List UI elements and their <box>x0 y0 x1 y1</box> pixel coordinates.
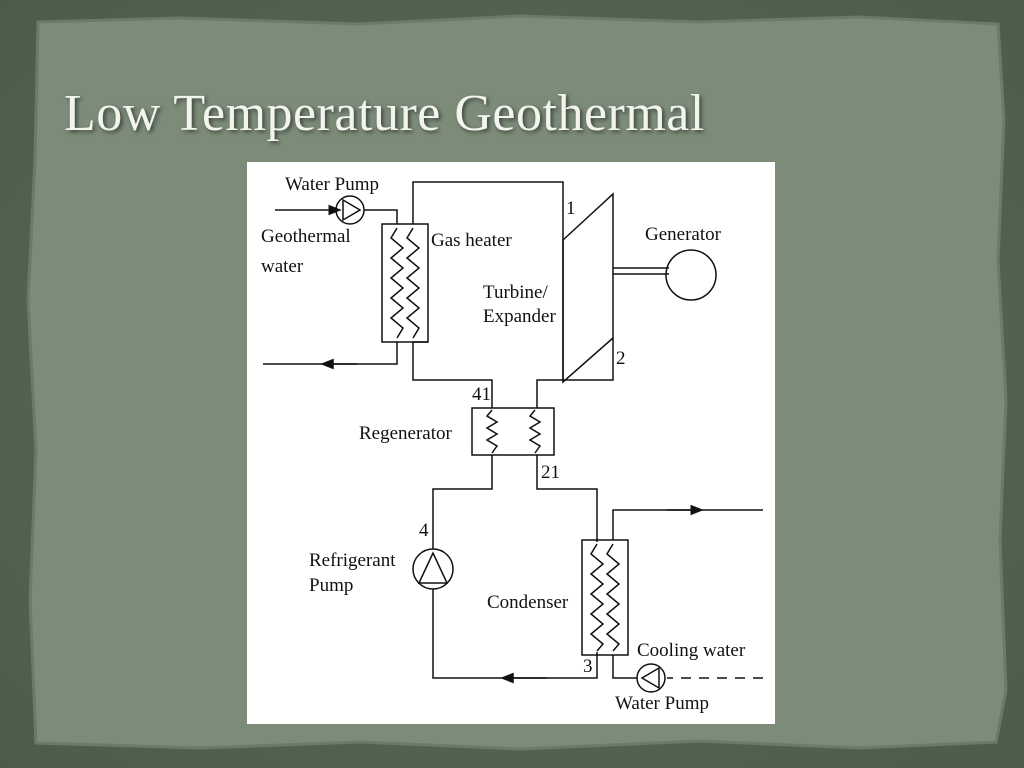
label-water: water <box>261 256 304 277</box>
label-water-pump-top: Water Pump <box>285 174 379 195</box>
generator-symbol <box>665 249 717 301</box>
condenser-coil-right <box>605 543 621 652</box>
pump-to-condenser-line <box>612 655 637 679</box>
water-pump-bottom-triangle <box>640 666 660 690</box>
condenser-coil-left <box>589 543 605 652</box>
pump-to-heater-line <box>364 209 398 224</box>
water-pump-top-triangle <box>342 198 362 222</box>
heater-to-turbine-line <box>412 181 564 240</box>
label-gas-heater: Gas heater <box>431 230 512 251</box>
label-turbine: Turbine/ <box>483 282 548 303</box>
label-pump: Pump <box>309 575 353 596</box>
gas-heater-box <box>381 223 429 343</box>
state-point-4: 4 <box>419 520 429 541</box>
regenerator-coil-left <box>485 409 499 454</box>
condenser-box <box>581 539 629 656</box>
gas-heater-coil-left <box>389 227 405 339</box>
label-regenerator: Regenerator <box>359 423 453 444</box>
regenerator-coil-right <box>528 409 542 454</box>
slide-title: Low Temperature Geothermal <box>64 85 705 142</box>
state-point-41: 41 <box>472 384 491 405</box>
label-geothermal: Geothermal <box>261 226 351 247</box>
turbine-to-regenerator-line <box>536 338 614 408</box>
gas-heater-coil-right <box>405 227 421 339</box>
state-point-2: 2 <box>616 348 626 369</box>
cooling-water-outlet-line <box>612 509 763 540</box>
turbine-expander <box>562 192 614 384</box>
state-point-21: 21 <box>541 462 560 483</box>
regenerator-to-heater-line <box>412 341 493 408</box>
label-generator: Generator <box>645 224 722 245</box>
regenerator-box <box>471 407 555 456</box>
label-expander: Expander <box>483 306 556 327</box>
state-point-1: 1 <box>566 198 576 219</box>
regenerator-to-condenser-line <box>536 455 598 542</box>
refrigerant-pump-triangle <box>417 551 449 584</box>
label-condenser: Condenser <box>487 592 569 613</box>
label-water-pump-bottom: Water Pump <box>615 693 709 714</box>
label-refrigerant: Refrigerant <box>309 550 396 571</box>
pump-to-regenerator-line <box>432 455 493 549</box>
geothermal-outlet-line <box>263 342 398 365</box>
label-cooling-water: Cooling water <box>637 640 746 661</box>
state-point-3: 3 <box>583 656 593 677</box>
geothermal-cycle-diagram: Water Pump Geothermal water Gas heater G… <box>247 162 775 724</box>
